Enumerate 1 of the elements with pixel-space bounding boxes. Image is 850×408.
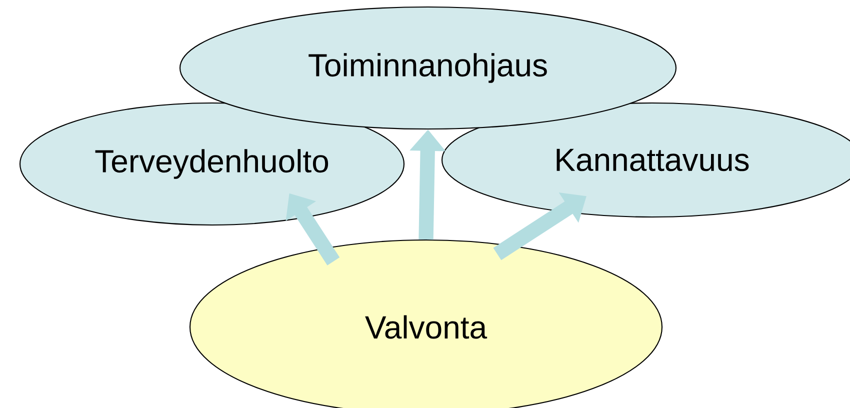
node-label: Toiminnanohjaus [308,53,547,83]
